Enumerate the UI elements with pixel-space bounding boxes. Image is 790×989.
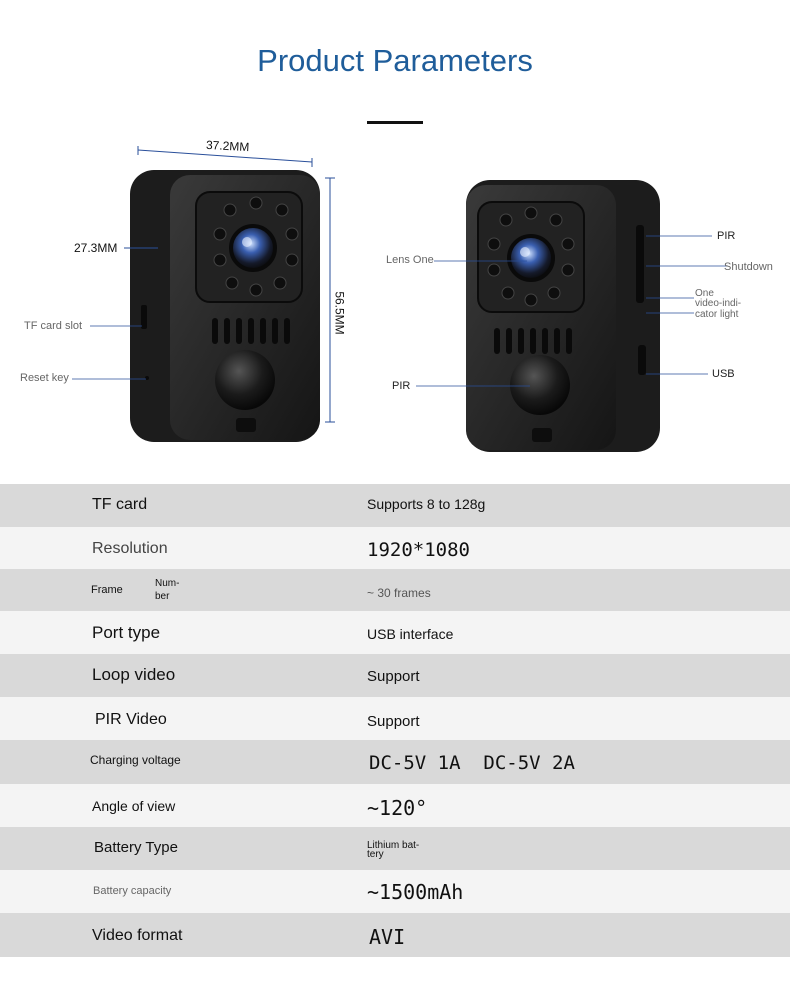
spec-row-frame-number: Frame Num- ber ~ 30 frames bbox=[0, 569, 790, 611]
width-dimension: 37.2MM bbox=[205, 137, 250, 155]
spec-value-line1: Lithium bat- bbox=[367, 840, 420, 851]
spec-value: DC-5V 1A DC-5V 2A bbox=[369, 752, 575, 774]
camera-illustration bbox=[72, 146, 728, 452]
spec-value: 1920*1080 bbox=[367, 539, 470, 561]
reset-key-label: Reset key bbox=[20, 372, 69, 384]
product-diagram: 37.2MM 27.3MM 56.5MM TF card slot Reset … bbox=[0, 130, 790, 470]
spec-value-line2: tery bbox=[367, 849, 384, 860]
indicator-label-line3: cator light bbox=[695, 309, 739, 320]
spec-row-loop-video: Loop video Support bbox=[0, 654, 790, 697]
spec-label: Charging voltage bbox=[90, 753, 181, 767]
spec-value: Supports 8 to 128g bbox=[367, 496, 486, 512]
spec-label: Battery Type bbox=[94, 839, 178, 856]
spec-label-part3: ber bbox=[155, 591, 170, 602]
spec-row-battery-type: Battery Type Lithium bat- tery bbox=[0, 827, 790, 870]
spec-value: USB interface bbox=[367, 626, 454, 642]
callout-lines bbox=[72, 235, 728, 387]
spec-row-battery-capacity: Battery capacity ~1500mAh bbox=[0, 870, 790, 913]
spec-value: Support bbox=[367, 713, 420, 730]
spec-row-video-format: Video format AVI bbox=[0, 913, 790, 957]
dimension-lines bbox=[124, 146, 335, 423]
spec-row-port-type: Port type USB interface bbox=[0, 611, 790, 654]
spec-row-tf-card: TF card Supports 8 to 128g bbox=[0, 484, 790, 527]
shutdown-label: Shutdown bbox=[724, 261, 773, 273]
spec-label: TF card bbox=[92, 496, 148, 513]
indicator-label-line2: video-indi- bbox=[695, 298, 742, 309]
spec-value: ~120° bbox=[367, 796, 428, 820]
spec-label: PIR Video bbox=[95, 711, 167, 728]
spec-table: TF card Supports 8 to 128g Resolution 19… bbox=[0, 484, 790, 957]
title-underline bbox=[367, 121, 423, 124]
spec-label: Video format bbox=[92, 927, 183, 944]
spec-label: Battery capacity bbox=[93, 885, 172, 897]
page-title: Product Parameters bbox=[257, 43, 533, 78]
pir-bottom-label: PIR bbox=[392, 380, 411, 392]
depth-dimension: 27.3MM bbox=[74, 241, 118, 255]
spec-value: Support bbox=[367, 668, 420, 685]
tf-card-slot-label: TF card slot bbox=[24, 320, 83, 332]
pir-top-label: PIR bbox=[717, 230, 736, 242]
spec-value: AVI bbox=[369, 925, 406, 949]
spec-value: ~ 30 frames bbox=[367, 586, 431, 600]
lens-label: Lens One bbox=[386, 254, 434, 266]
spec-label: Resolution bbox=[92, 540, 168, 557]
right-camera bbox=[466, 180, 660, 452]
usb-label: USB bbox=[712, 368, 735, 380]
spec-row-angle-of-view: Angle of view ~120° bbox=[0, 784, 790, 827]
spec-value: ~1500mAh bbox=[367, 880, 464, 904]
spec-label: Angle of view bbox=[92, 798, 176, 814]
height-dimension: 56.5MM bbox=[332, 291, 347, 335]
spec-label: Frame bbox=[91, 584, 123, 596]
spec-label: Port type bbox=[92, 623, 161, 642]
spec-row-charging-voltage: Charging voltage DC-5V 1A DC-5V 2A bbox=[0, 740, 790, 784]
spec-row-pir-video: PIR Video Support bbox=[0, 697, 790, 740]
spec-row-resolution: Resolution 1920*1080 bbox=[0, 527, 790, 569]
indicator-label-line1: One bbox=[695, 288, 714, 299]
left-camera bbox=[130, 170, 320, 442]
spec-label-part2: Num- bbox=[155, 578, 180, 589]
spec-label: Loop video bbox=[92, 665, 176, 684]
